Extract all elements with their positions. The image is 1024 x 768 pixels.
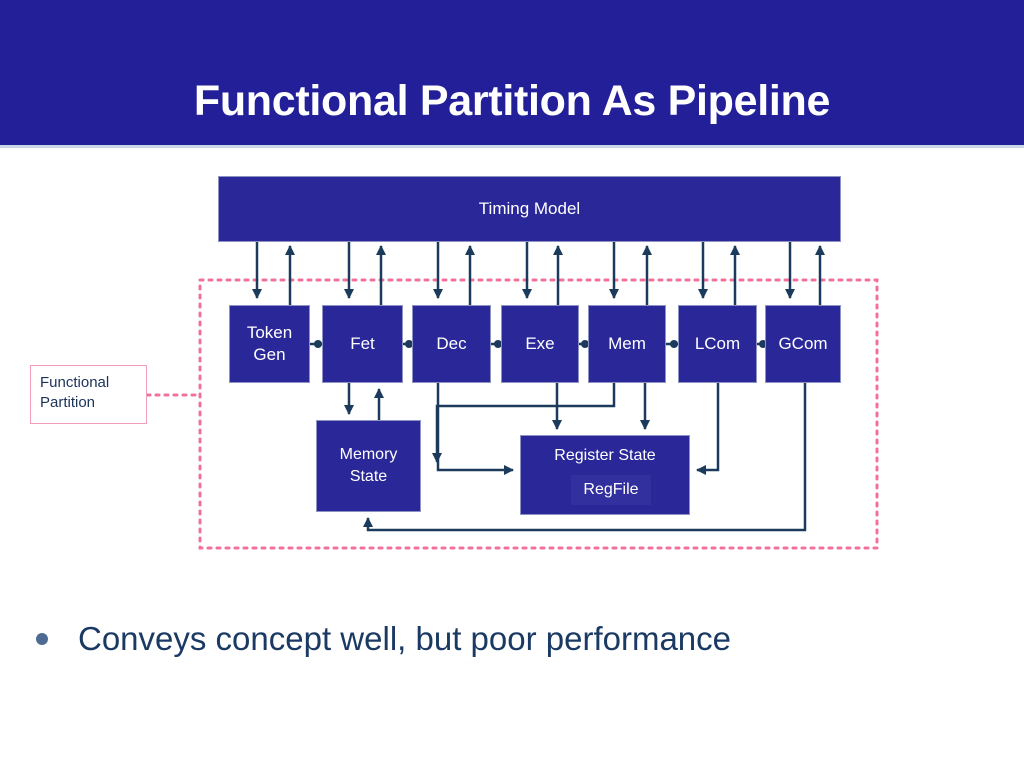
title-underline xyxy=(0,145,1024,148)
timing-model-label: Timing Model xyxy=(478,199,581,218)
functional-partition-callout: Functional Partition xyxy=(30,365,147,424)
register-state-box[interactable]: Register State RegFile xyxy=(520,435,690,515)
stage-label-fet: Fet xyxy=(350,334,375,353)
stage-label-gen: Gen xyxy=(253,345,286,364)
stage-label-exe: Exe xyxy=(525,334,555,353)
diagram-connectors xyxy=(145,242,879,550)
stage-box-mem[interactable]: Mem xyxy=(588,305,666,383)
bullet-marker-icon xyxy=(36,633,48,645)
bullet-list: Conveys concept well, but poor performan… xyxy=(0,615,1024,675)
title-banner xyxy=(0,0,1024,145)
page-title: Functional Partition As Pipeline xyxy=(193,77,831,125)
memory-state-box[interactable]: Memory State xyxy=(316,420,421,512)
stage-box-fet[interactable]: Fet xyxy=(322,305,403,383)
stage-label-lcom: LCom xyxy=(694,334,741,353)
stage-box-exe[interactable]: Exe xyxy=(501,305,579,383)
register-state-label: Register State xyxy=(554,447,656,464)
callout-label-line1: Functional xyxy=(40,374,110,391)
memory-state-label-line1: Memory xyxy=(339,446,398,463)
stage-box-dec[interactable]: Dec xyxy=(412,305,491,383)
stage-box-gcom[interactable]: GCom xyxy=(765,305,841,383)
stage-label-gcom: GCom xyxy=(778,334,828,353)
pipeline-diagram: Timing Model Token Gen Fet Dec Exe Mem L… xyxy=(0,150,1024,580)
stage-label-dec: Dec xyxy=(436,334,467,353)
stage-box-token-gen[interactable]: Token Gen xyxy=(229,305,310,383)
bullet-item-text: Conveys concept well, but poor performan… xyxy=(78,620,732,657)
callout-label-line2: Partition xyxy=(40,394,96,411)
stage-label-token: Token xyxy=(246,323,293,342)
stage-box-lcom[interactable]: LCom xyxy=(678,305,757,383)
stage-label-mem: Mem xyxy=(608,334,646,353)
regfile-sub-box[interactable]: RegFile xyxy=(571,475,651,505)
timing-model-box[interactable]: Timing Model xyxy=(218,176,841,242)
memory-state-label-line2: State xyxy=(349,468,388,485)
